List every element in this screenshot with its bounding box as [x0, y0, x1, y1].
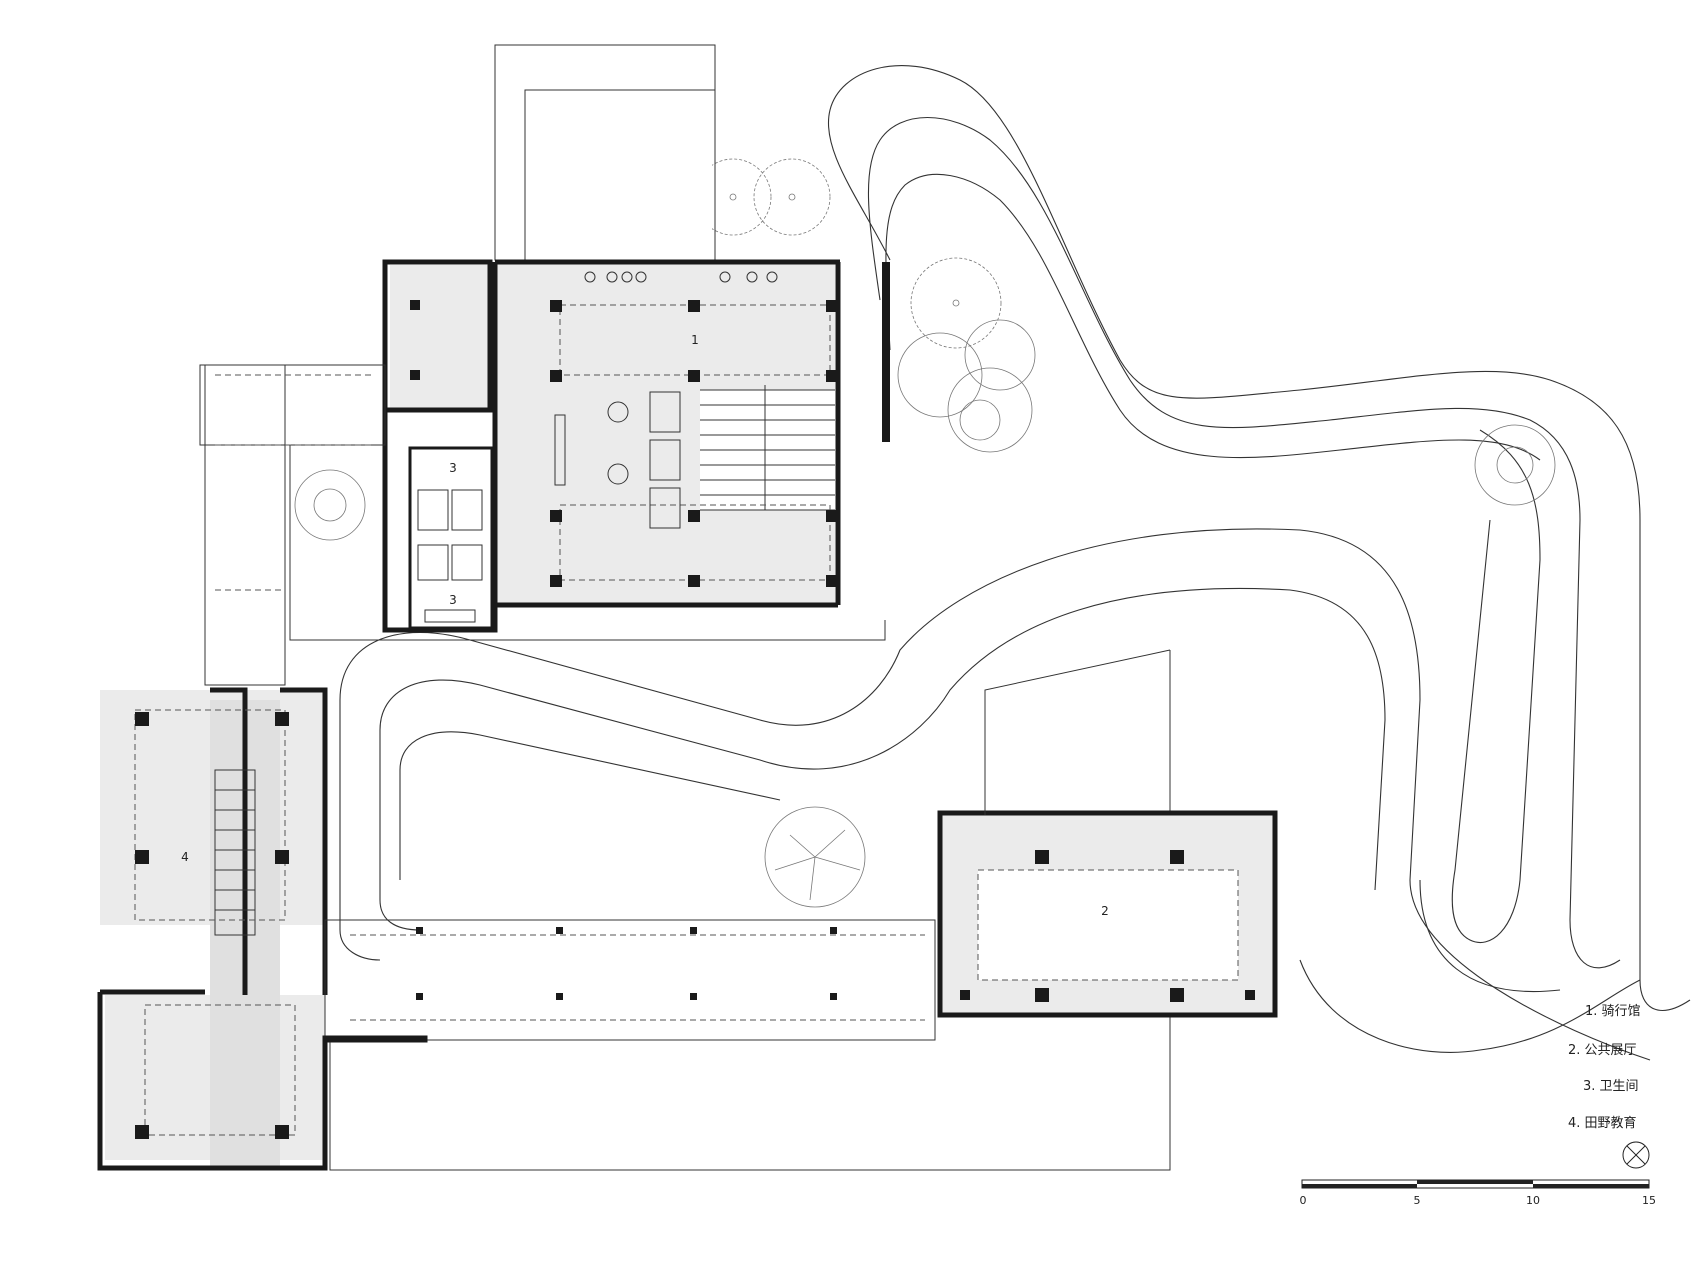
room-number-1: 1 [691, 333, 699, 347]
scale-tick-5: 5 [1414, 1194, 1421, 1207]
room-number-3-upper: 3 [449, 461, 457, 475]
cycling-track [339, 65, 1691, 1061]
walkway [322, 650, 1171, 1171]
west-colonnade [199, 364, 886, 686]
scale-tick-15: 15 [1642, 1194, 1656, 1207]
room-number-3-lower: 3 [449, 593, 457, 607]
scale-tick-10: 10 [1526, 1194, 1540, 1207]
building-4 [97, 687, 328, 1171]
room-number-2: 2 [1101, 904, 1109, 918]
building-2 [937, 649, 1278, 1018]
legend-item-3: 3. 卫生间 [1583, 1079, 1639, 1094]
scale-tick-0: 0 [1300, 1194, 1307, 1207]
legend-item-4: 4. 田野教育 [1568, 1115, 1637, 1131]
north-arrow-icon [1622, 1141, 1650, 1169]
legend: 1. 骑行馆 2. 公共展厅 3. 卫生间 4. 田野教育 [1568, 1004, 1641, 1131]
legend-item-2: 2. 公共展厅 [1568, 1043, 1637, 1058]
building-1 [382, 44, 890, 633]
scale-bar: 0 5 10 15 [1300, 1179, 1656, 1207]
room-number-4: 4 [181, 850, 189, 864]
toilet-block [408, 446, 494, 630]
room-labels: 1 2 3 3 4 [181, 333, 1109, 918]
legend-item-1: 1. 骑行馆 [1585, 1004, 1641, 1019]
